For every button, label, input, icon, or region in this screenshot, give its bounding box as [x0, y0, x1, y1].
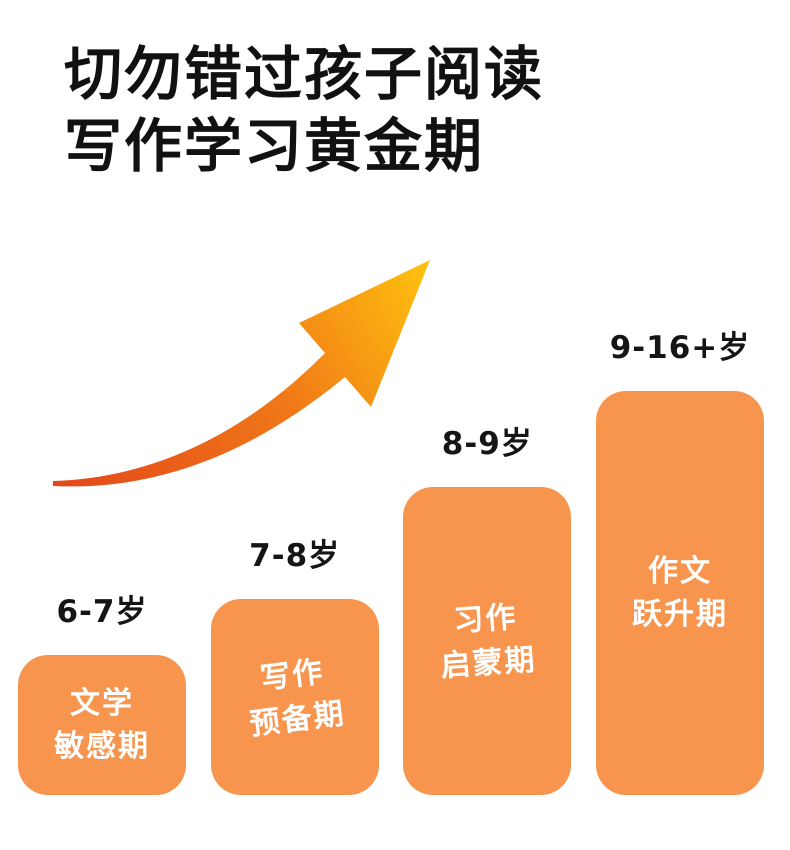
age-label-3: 8-9岁	[441, 426, 533, 462]
stage-bar-4: 作文 跃升期	[595, 391, 764, 795]
growth-arrow-icon	[48, 248, 448, 498]
age-label-1: 6-7岁	[56, 594, 148, 630]
stage-label-4-line-1: 作文	[647, 553, 712, 589]
age-label-2: 7-8岁	[249, 538, 341, 574]
bar-group-1: 6-7岁 文学 敏感期	[18, 586, 186, 795]
stage-label-4: 作文 跃升期	[632, 550, 728, 637]
title-line-1: 切勿错过孩子阅读	[64, 40, 545, 108]
bar-group-2: 7-8岁 写作 预备期	[210, 530, 379, 795]
stage-label-3: 习作 启蒙期	[436, 594, 538, 687]
bar-group-4: 9-16+岁 作文 跃升期	[595, 322, 764, 795]
stage-bar-2: 写作 预备期	[210, 599, 379, 795]
stage-label-1: 文学 敏感期	[54, 682, 150, 769]
bar-group-3: 8-9岁 习作 启蒙期	[403, 418, 572, 795]
stage-label-1-line-1: 文学	[70, 685, 134, 721]
title-line-2: 写作学习黄金期	[64, 112, 485, 180]
stage-label-2: 写作 预备期	[242, 648, 348, 746]
stage-label-4-line-2: 跃升期	[631, 597, 728, 632]
stage-bar-1: 文学 敏感期	[18, 655, 186, 795]
page-title: 切勿错过孩子阅读 写作学习黄金期	[64, 38, 544, 182]
bar-chart: 6-7岁 文学 敏感期 7-8岁 写作 预备期 8-9岁 习作	[18, 322, 764, 795]
stage-label-1-line-2: 敏感期	[54, 729, 150, 764]
stage-bar-3: 习作 启蒙期	[403, 487, 572, 795]
age-label-4: 9-16+岁	[609, 330, 751, 366]
stage-label-3-line-2: 启蒙期	[439, 641, 538, 684]
stage-label-3-line-1: 习作	[452, 599, 519, 639]
